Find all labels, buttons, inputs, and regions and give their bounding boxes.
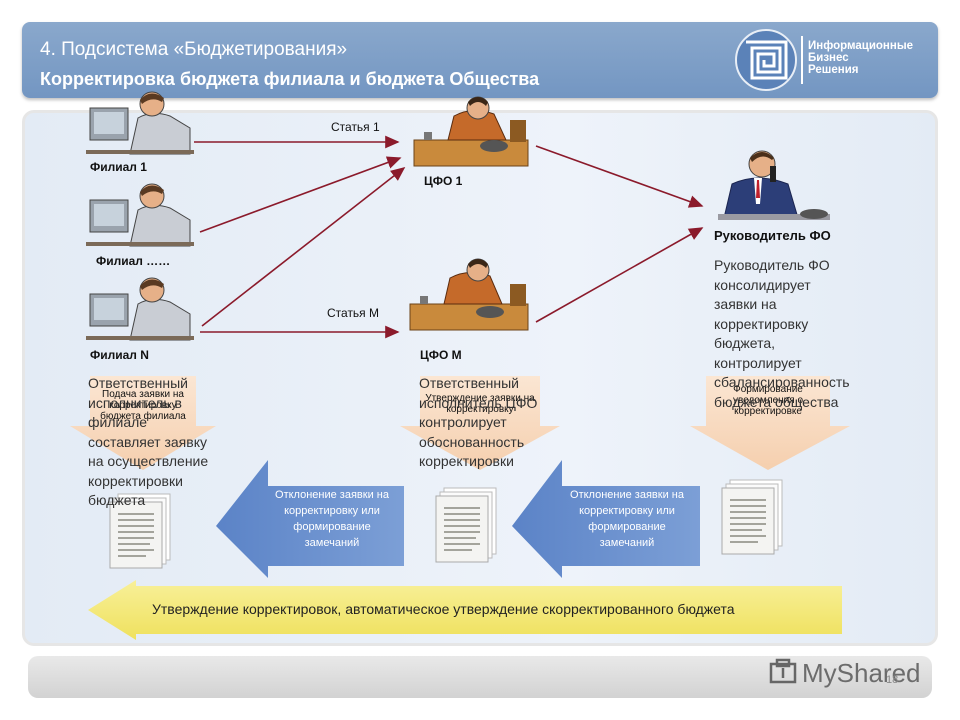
document-stack-icon [435, 487, 497, 563]
cfo-m-phone-worker-icon [409, 258, 529, 331]
blue-arrow-reject-left [216, 460, 404, 578]
yellow-banner-arrow [88, 580, 842, 640]
company-logo-icon [735, 29, 803, 91]
arrow-note-submit: Подача заявки на корректировку бюджета ф… [100, 389, 186, 422]
filial-mid-worker-icon [86, 183, 194, 247]
node-label-cfo-m: ЦФО М [420, 348, 462, 362]
myshared-logo-icon [769, 658, 797, 684]
node-label-filial-mid: Филиал …… [96, 254, 171, 268]
edge-cfo1-head [535, 145, 704, 208]
description-cfo: Ответственный исполнитель ЦФО контролиру… [419, 375, 538, 469]
header-bar: 4. Подсистема «Бюджетирования» Корректир… [22, 22, 938, 98]
reject-text-left: Отклонение заявки на корректировку или ф… [275, 489, 389, 549]
logo-line: Информационные [808, 40, 914, 52]
peach-arrow-submit [70, 376, 216, 470]
node-label-filial-1: Филиал 1 [90, 160, 147, 174]
head-fo-businessman-icon [718, 150, 830, 220]
edge-label-article-1: Статья 1 [331, 120, 380, 134]
logo-line: Бизнес [808, 52, 849, 64]
filial-n-worker-icon [86, 277, 194, 341]
logo-line: Решения [808, 64, 859, 76]
arrow-note-approve: Утверждение заявки на корректировку [425, 393, 535, 415]
peach-arrow-notify [690, 376, 850, 470]
slide-title: Корректировка бюджета филиала и бюджета … [40, 69, 540, 89]
arrow-note-notify: Формирование уведомления о корректировке [732, 384, 804, 417]
peach-arrow-approve [400, 376, 560, 470]
cfo-1-phone-worker-icon [413, 96, 529, 167]
document-stack-icon [109, 493, 171, 569]
reject-text-right: Отклонение заявки на корректировку или ф… [570, 489, 684, 549]
node-label-filial-n: Филиал N [90, 348, 149, 362]
watermark-brand: MyShared [802, 658, 921, 688]
edge-filialmid-cfo1 [199, 156, 402, 233]
description-filial: Ответственный исполнитель в филиале сост… [88, 375, 209, 508]
approval-banner-text: Утверждение корректировок, автоматическо… [152, 601, 735, 617]
edge-cfom-head [535, 227, 704, 323]
document-stack-icon [721, 479, 783, 555]
node-label-cfo-1: ЦФО 1 [424, 174, 463, 188]
slide-section-title: 4. Подсистема «Бюджетирования» [40, 39, 348, 60]
edge-label-article-m: Статья М [327, 306, 380, 320]
page-number: 18 [886, 674, 899, 686]
description-head-fo: Руководитель ФО консолидирует заявки на … [714, 257, 850, 410]
edge-filialn-cfo1 [201, 167, 406, 327]
blue-arrow-reject-right [512, 460, 700, 578]
logo-text: Информационные Бизнес Решения [808, 40, 913, 76]
filial-1-worker-icon [86, 91, 194, 155]
node-label-head-fo: Руководитель ФО [714, 228, 831, 243]
